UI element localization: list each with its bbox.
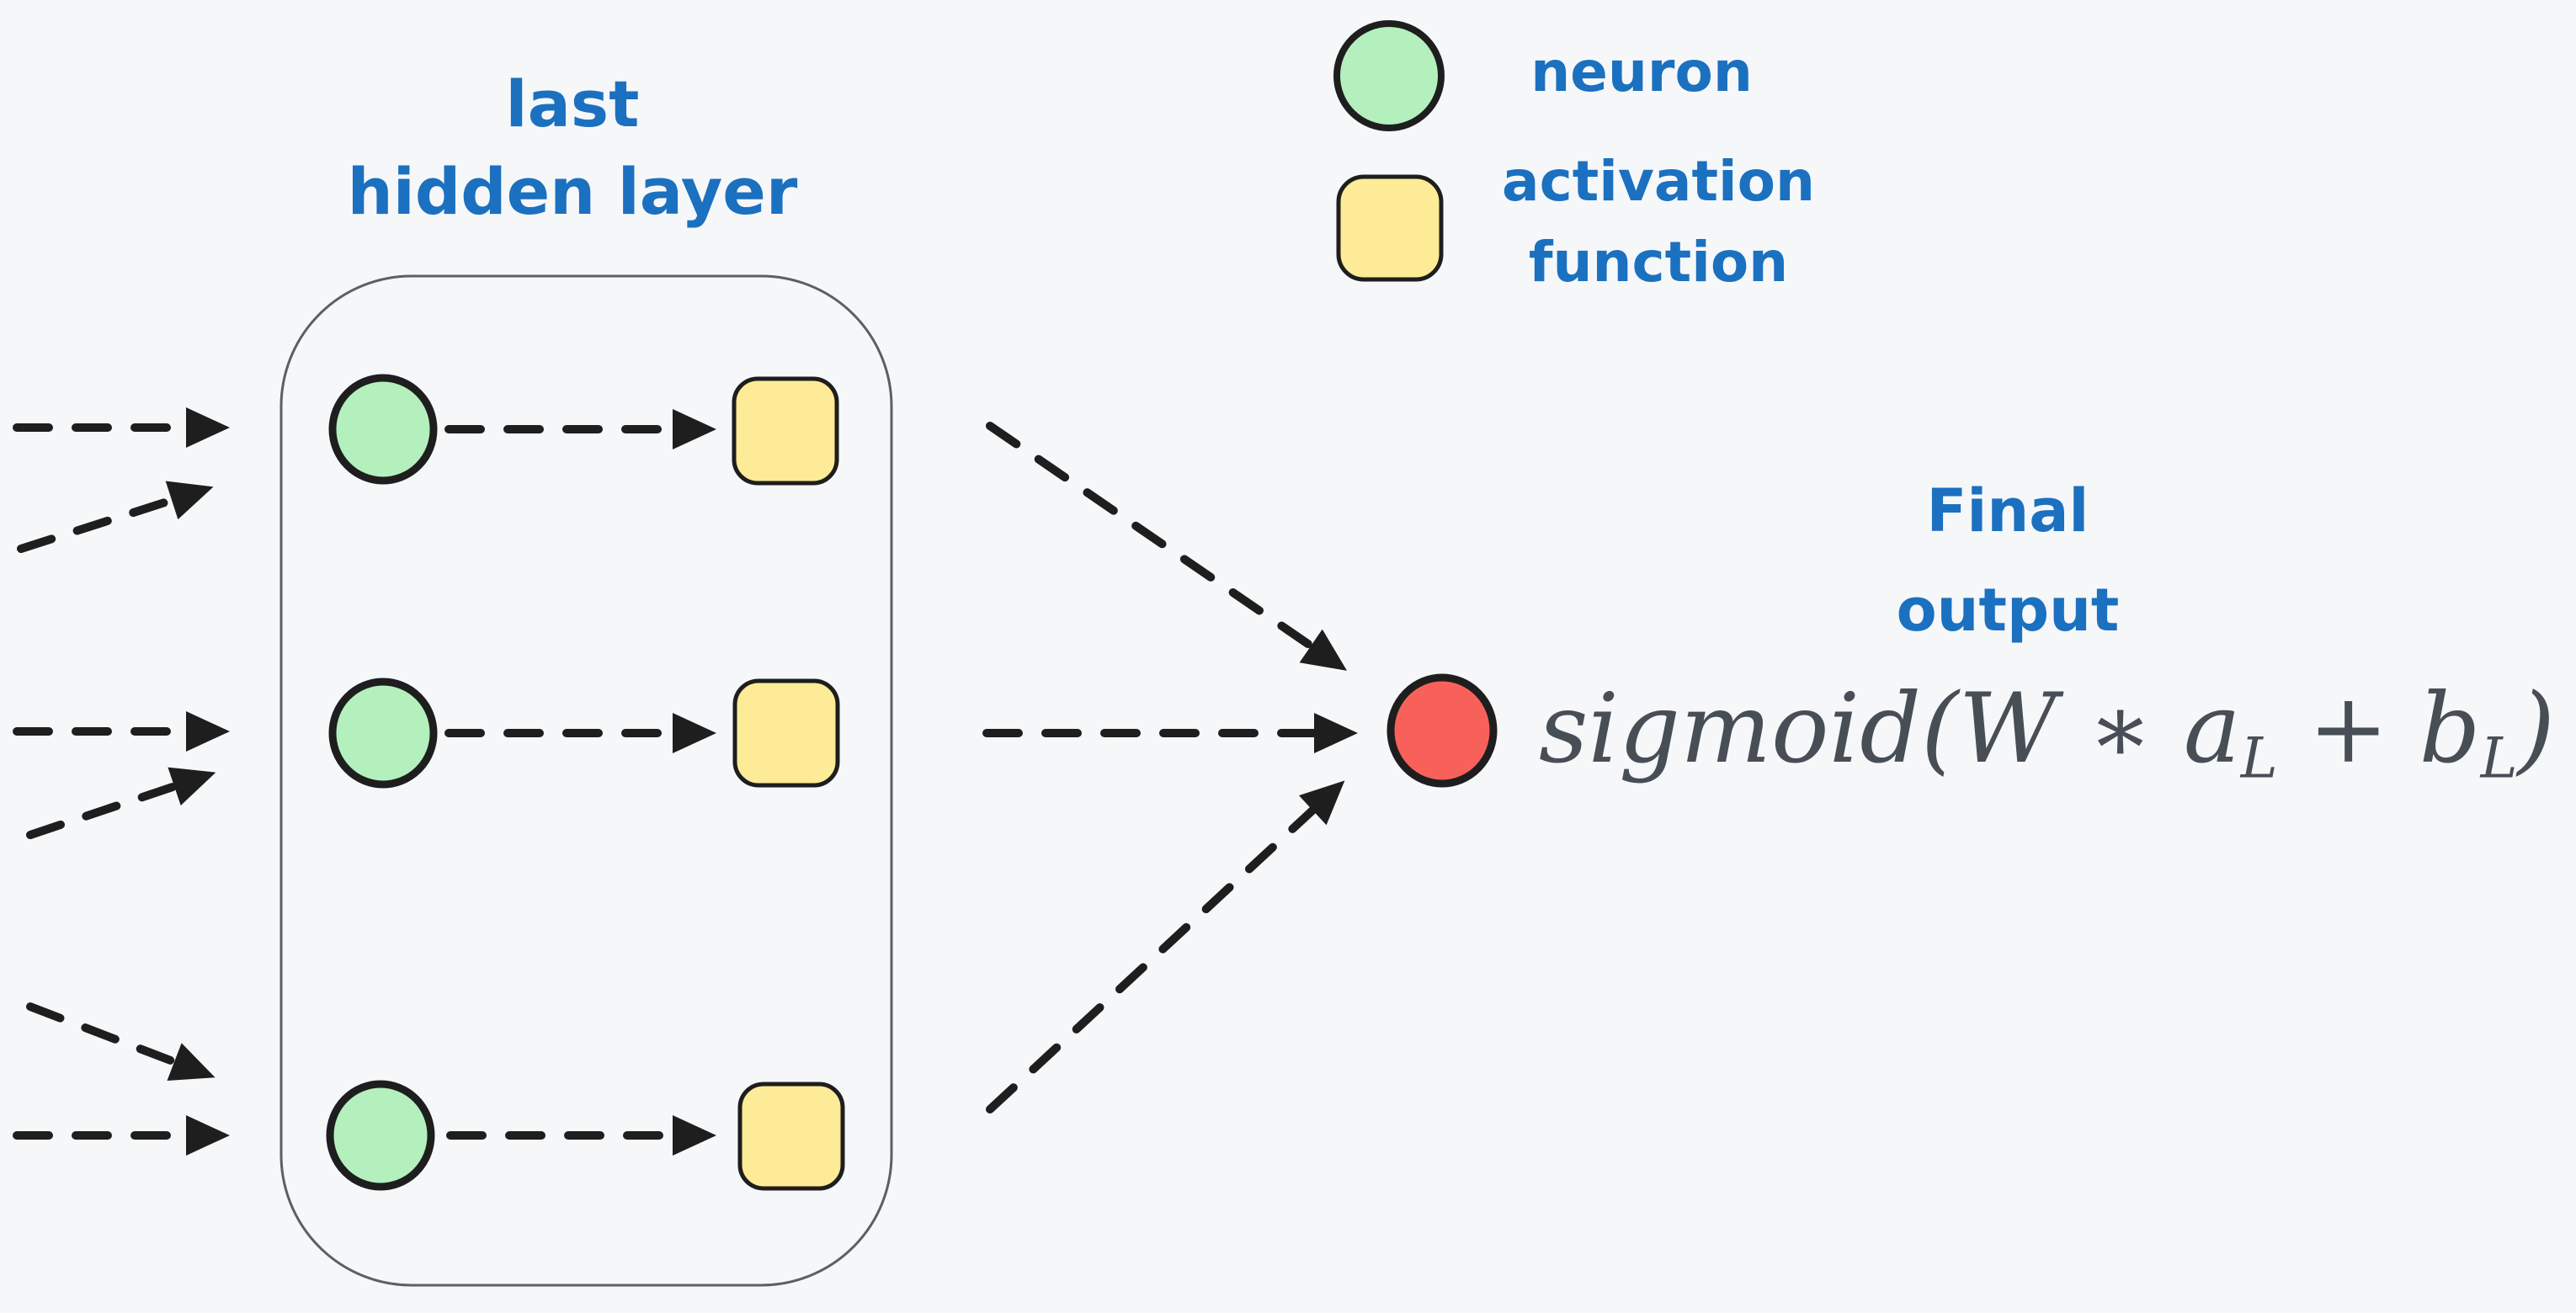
output-arrow-bottom xyxy=(986,780,1345,1114)
input-arrow-row2-diagonal xyxy=(26,767,216,839)
activation-box-1 xyxy=(732,376,839,486)
formula-prefix: sigmoid(W ∗ a xyxy=(1539,672,2241,784)
hidden-layer-title-line2: hidden layer xyxy=(347,154,798,229)
legend-activation-square-icon xyxy=(1336,174,1444,282)
formula-subscript-1: L xyxy=(2240,726,2278,791)
activation-box-3 xyxy=(737,1082,845,1191)
formula-suffix: ) xyxy=(2517,672,2555,784)
input-arrows-group xyxy=(13,407,230,1156)
final-output-label-line1: Final xyxy=(1926,476,2089,545)
formula-mid: + b xyxy=(2277,672,2481,784)
hidden-layer-title-line1: last xyxy=(505,66,640,141)
legend-neuron-label: neuron xyxy=(1530,40,1753,104)
hidden-layer-container xyxy=(279,274,893,1287)
input-arrow-row3-diagonal xyxy=(26,1002,216,1082)
output-arrow-top xyxy=(986,422,1348,671)
activation-box-2 xyxy=(732,678,840,788)
final-output-label: Final output xyxy=(1839,461,2176,660)
final-output-label-line2: output xyxy=(1896,576,2120,645)
legend-activation-label-line2: function xyxy=(1528,230,1789,295)
legend-activation-label-line1: activation xyxy=(1502,149,1815,214)
neuron-node-3 xyxy=(326,1080,435,1191)
input-arrow-row1-diagonal xyxy=(17,481,214,553)
neuron-node-1 xyxy=(328,374,438,485)
output-arrows-group xyxy=(982,422,1358,1114)
legend-activation-label: activation function xyxy=(1465,141,1852,303)
neuron-node-2 xyxy=(328,678,438,789)
final-output-node xyxy=(1386,673,1498,788)
legend-neuron-circle-icon xyxy=(1333,20,1445,131)
formula-subscript-2: L xyxy=(2480,726,2518,791)
hidden-layer-title: last hidden layer xyxy=(236,61,909,236)
neuron-to-activation-arrows-group xyxy=(444,409,716,1156)
sigmoid-formula: sigmoid(W ∗ aL + bL) xyxy=(1539,670,2555,818)
